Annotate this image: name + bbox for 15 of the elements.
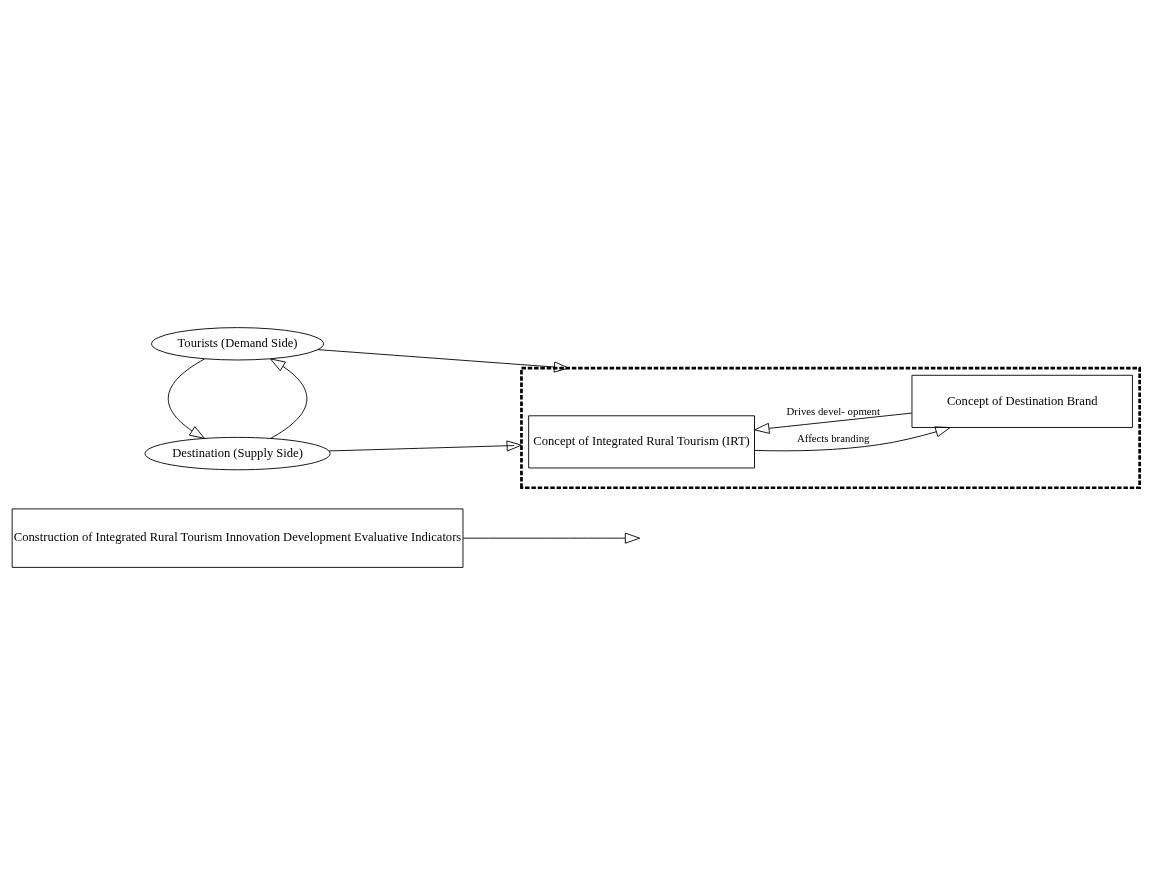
cluster (520, 366, 1141, 489)
node-ellipse: Tourists (Demand Side) (151, 326, 324, 360)
arrow (270, 358, 308, 439)
node-box: Concept of Destination Brand (911, 374, 1133, 428)
edge-label: Drives devel- opment (786, 404, 880, 417)
arrow (328, 439, 522, 451)
arrow (462, 532, 641, 544)
edge-label: Affects branding (796, 431, 870, 444)
arrow (754, 412, 913, 434)
arrow (167, 358, 206, 439)
node-box: Concept of Integrated Rural Tourism (IRT) (528, 414, 755, 468)
arrow (317, 348, 570, 372)
arrow (754, 425, 951, 451)
node-box: Construction of Integrated Rural Tourism Innovation Development Evaluative Indicators (11, 507, 464, 568)
node-ellipse: Destination (Supply Side) (144, 436, 331, 470)
